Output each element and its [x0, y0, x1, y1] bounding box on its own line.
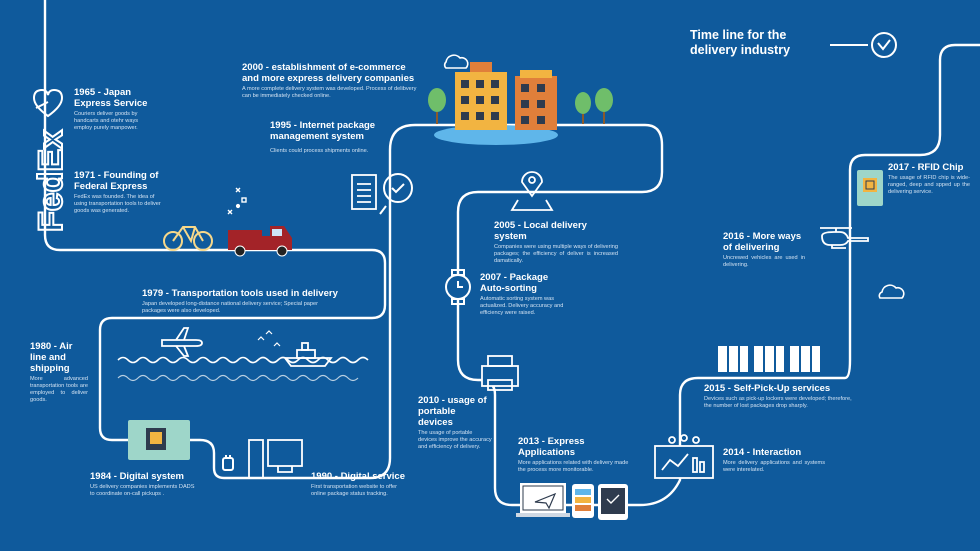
- city-icon: [428, 62, 613, 145]
- event-desc: Devices such as pick-up lockers were dev…: [704, 396, 852, 409]
- timeline-path: [43, 0, 980, 507]
- event-title: 1979 - Transportation tools used in deli…: [142, 288, 338, 299]
- event-2010: 2010 - usage of portable devices The usa…: [418, 395, 492, 451]
- event-2005: 2005 - Local delivery system Companies w…: [494, 220, 618, 265]
- event-1965: 1965 - Japan Express Service Couriers de…: [74, 87, 156, 132]
- event-1971: 1971 - Founding of Federal Express FedEx…: [74, 170, 162, 215]
- heart-hand-icon: [32, 88, 64, 118]
- event-title: 2007 - Package Auto-sorting: [480, 272, 549, 294]
- airplane-icon: [161, 327, 203, 357]
- event-desc: FedEx was founded. The idea of using tra…: [74, 194, 161, 214]
- event-2014: 2014 - Interaction More delivery applica…: [723, 447, 825, 474]
- map-pin-icon: [510, 171, 554, 211]
- event-title: 1965 - Japan Express Service: [74, 87, 148, 109]
- ship-icon: [283, 342, 333, 367]
- event-desc: A more complete delivery system was deve…: [242, 86, 417, 99]
- phone-icon: [572, 484, 594, 518]
- rfid-chip-icon: [857, 170, 883, 206]
- cloud-icon: [443, 54, 905, 299]
- event-title: 2010 - usage of portable devices: [418, 395, 487, 428]
- event-desc: More applications related with delivery …: [518, 460, 629, 473]
- event-title: 2017 - RFID Chip: [888, 162, 964, 173]
- event-desc: Japan developed long-distance national d…: [142, 301, 319, 314]
- event-title: 2016 - More ways of delivering: [723, 231, 802, 253]
- document-icon: [351, 174, 377, 210]
- event-desc: Clients could process shipments online.: [270, 148, 369, 154]
- wave-line: [117, 356, 369, 364]
- event-desc: US delivery companies implements DADS to…: [90, 484, 195, 497]
- event-title: 2014 - Interaction: [723, 447, 802, 458]
- event-1979: 1979 - Transportation tools used in deli…: [142, 288, 342, 315]
- laptop-icon: [516, 483, 570, 517]
- event-title: 1980 - Air line and shipping: [30, 341, 73, 374]
- event-2013: 2013 - Express Applications More applica…: [518, 436, 636, 474]
- event-1990: 1990 - Digital service First transportat…: [311, 471, 411, 498]
- truck-icon: [228, 226, 292, 257]
- event-title: 2000 - establishment of e-commerce and m…: [242, 62, 415, 84]
- event-desc: Uncrewed vehicles are used in delivering…: [723, 255, 805, 268]
- computer-icon: [248, 439, 303, 479]
- event-2007: 2007 - Package Auto-sorting Automatic so…: [480, 272, 572, 317]
- dashboard-icon: [654, 434, 714, 479]
- event-title: 1984 - Digital system: [90, 471, 184, 482]
- clock-icon: [871, 32, 897, 58]
- event-title: 2013 - Express Applications: [518, 436, 585, 458]
- event-title: 1995 - Internet package management syste…: [270, 120, 376, 142]
- event-title: 2005 - Local delivery system: [494, 220, 587, 242]
- tablet-icon: [598, 484, 628, 520]
- circuit-board-icon: [128, 420, 190, 460]
- event-2016: 2016 - More ways of delivering Uncrewed …: [723, 231, 805, 269]
- event-1984: 1984 - Digital system US delivery compan…: [90, 471, 200, 498]
- event-desc: Couriers deliver goods by handcarts and …: [74, 111, 139, 131]
- event-2000: 2000 - establishment of e-commerce and m…: [242, 62, 422, 100]
- page-title: Time line for the delivery industry: [690, 28, 791, 57]
- fedex-logo: FedEx: [31, 129, 71, 233]
- event-desc: The usage of portable devices improve th…: [418, 430, 492, 450]
- event-1980: 1980 - Air line and shipping More advanc…: [30, 341, 88, 404]
- watch-icon: [445, 269, 471, 305]
- event-desc: More delivery applications and systems w…: [723, 460, 825, 473]
- locker-icon: [718, 346, 820, 372]
- plug-icon: [222, 455, 234, 471]
- event-desc: First transportation website to offer on…: [311, 484, 398, 497]
- event-title: 2015 - Self-Pick-Up services: [704, 383, 831, 394]
- event-desc: The usage of RFID chip is wide-ranged, d…: [888, 175, 970, 195]
- event-2017: 2017 - RFID Chip The usage of RFID chip …: [888, 162, 970, 196]
- printer-icon: [481, 355, 519, 391]
- event-title: 1990 - Digital service: [311, 471, 405, 482]
- event-desc: Automatic sorting system was actualized.…: [480, 296, 564, 316]
- event-2015: 2015 - Self-Pick-Up services Devices suc…: [704, 383, 852, 410]
- bicycle-icon: [163, 226, 213, 251]
- person-check-icon: [379, 173, 413, 215]
- event-1995: 1995 - Internet package management syste…: [270, 120, 380, 155]
- event-desc: Companies were using multiple ways of de…: [494, 244, 618, 264]
- svg-text:FedEx: FedEx: [32, 130, 70, 232]
- event-title: 1971 - Founding of Federal Express: [74, 170, 159, 192]
- event-desc: More advanced transportation tools are e…: [30, 376, 88, 403]
- helicopter-icon: [820, 227, 869, 249]
